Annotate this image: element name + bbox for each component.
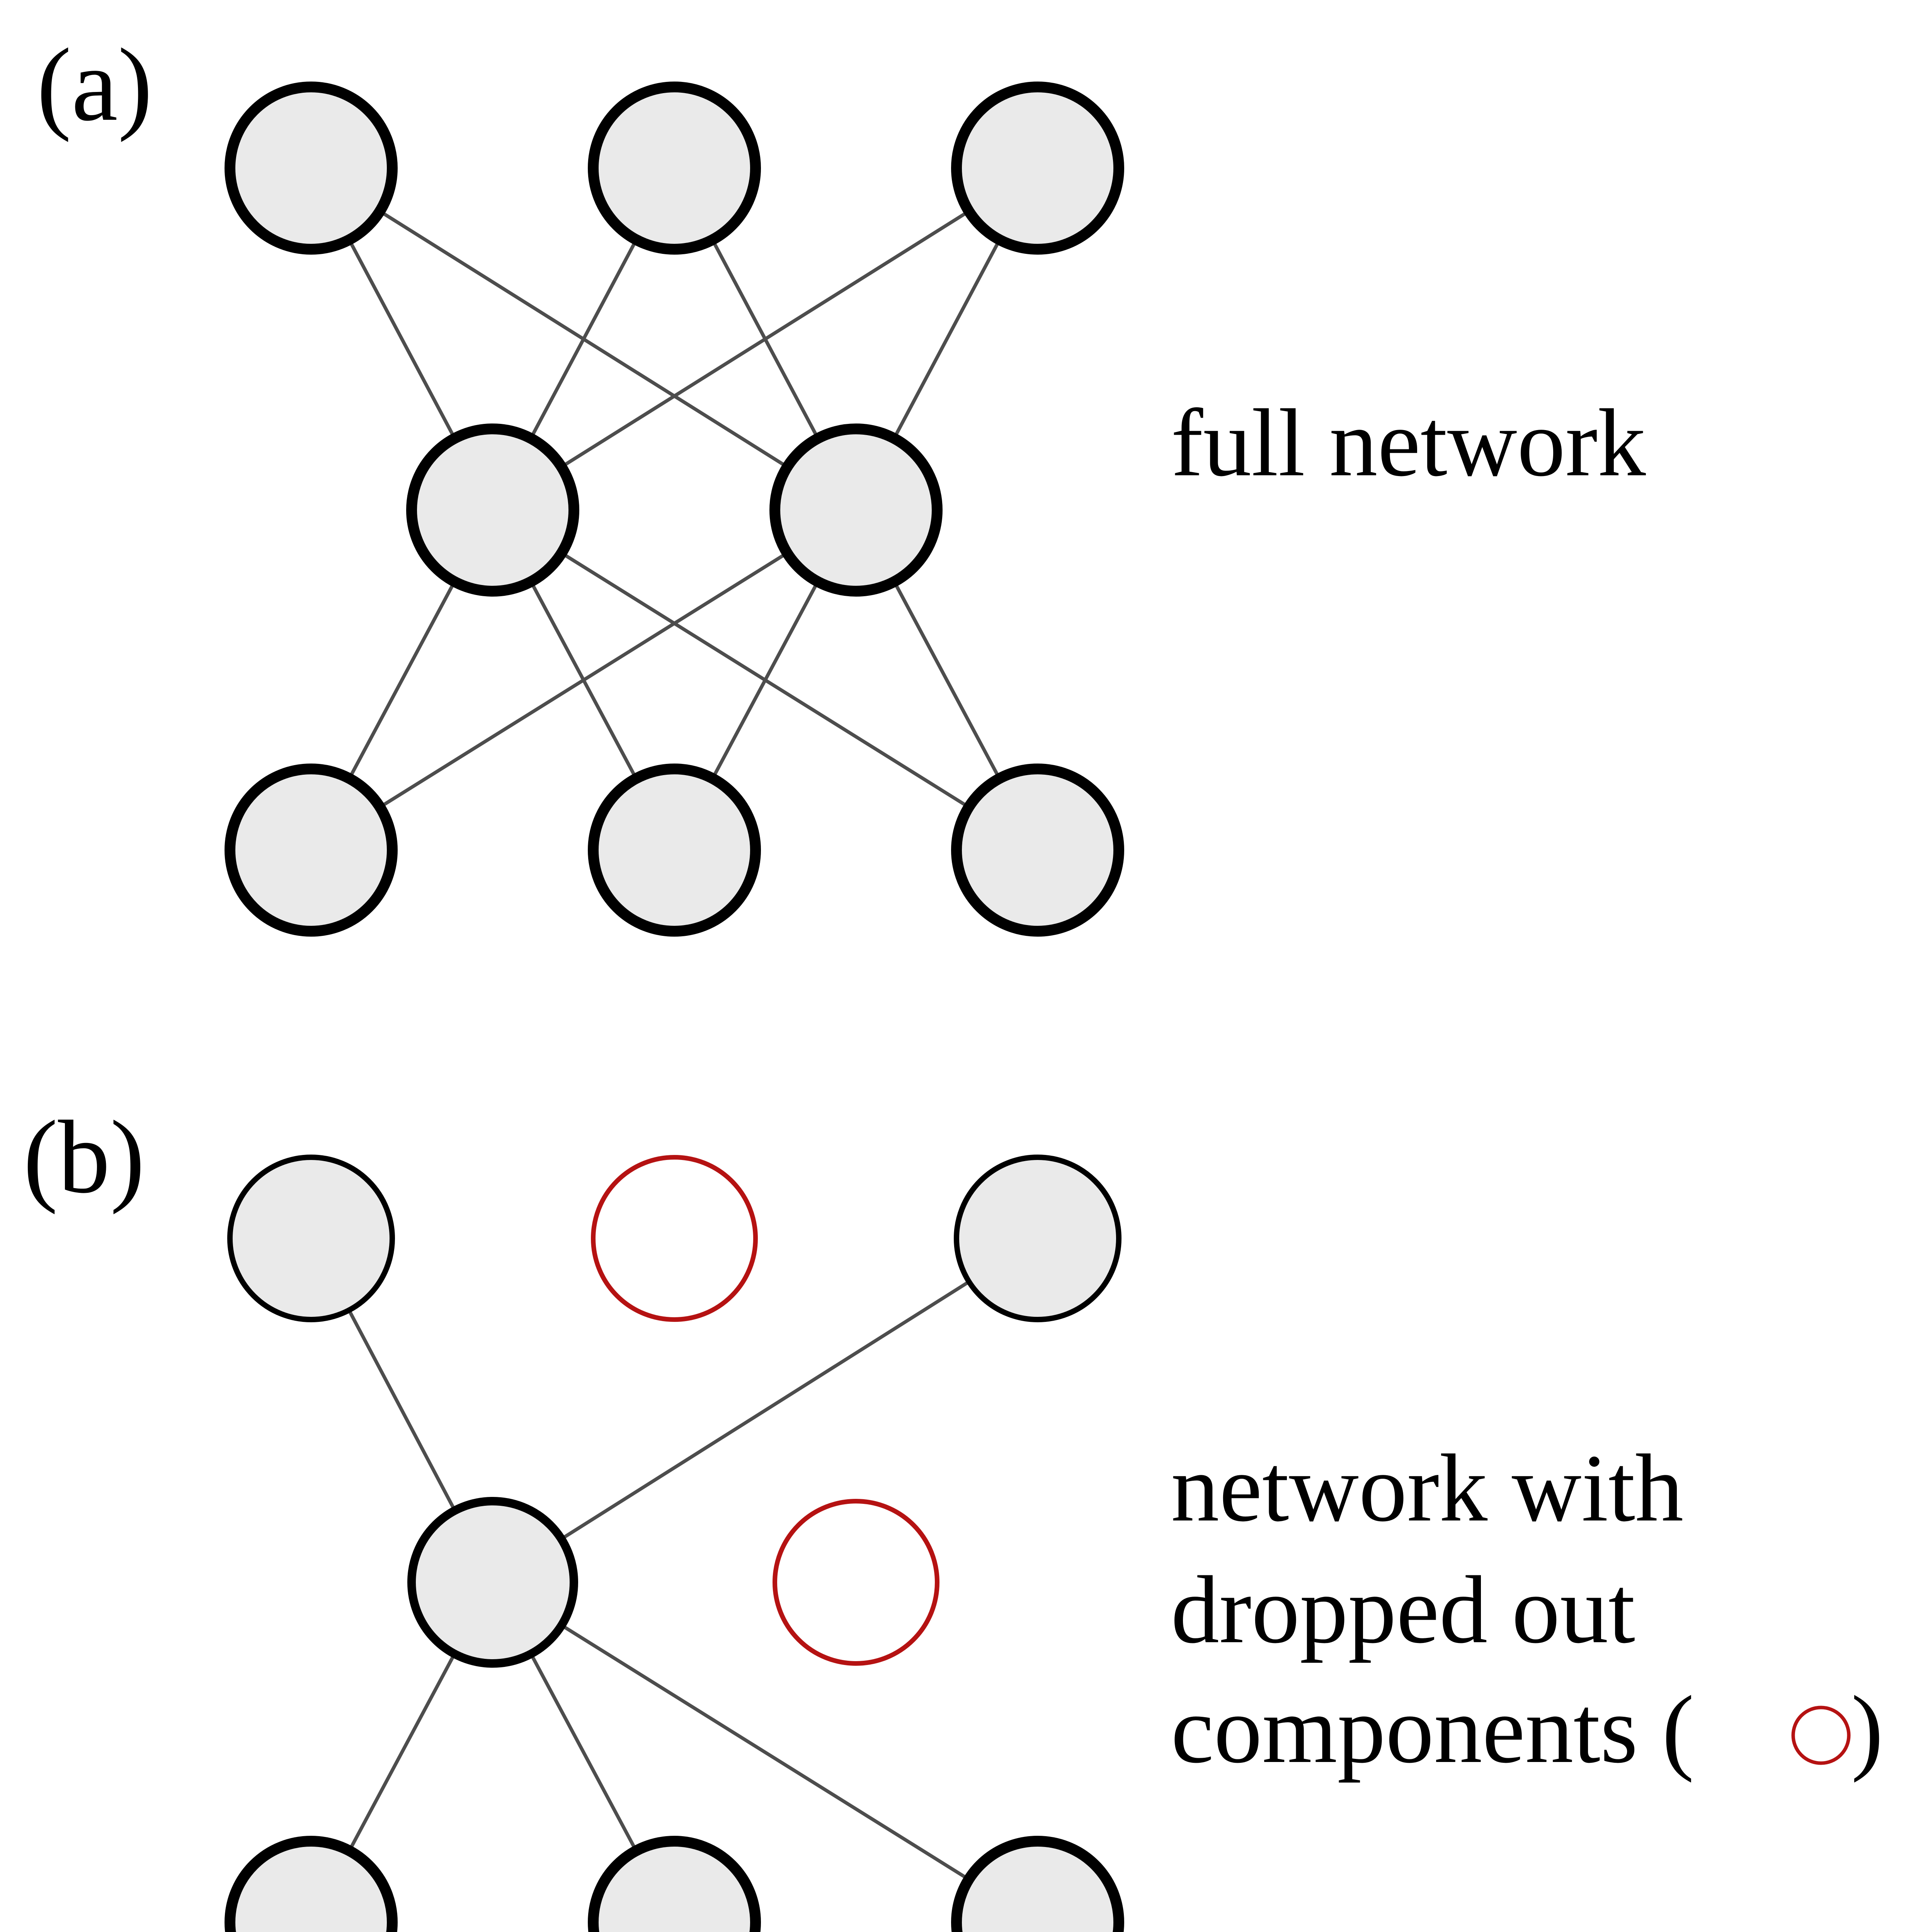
nodes-a [225,82,1124,937]
node-output-1 [588,764,761,937]
caption-full-network: full network [1171,389,1646,497]
dropped-node-icon [1791,1706,1851,1765]
caption-close-paren: ) [1851,1676,1883,1783]
node-input-1 [588,82,761,255]
node-output-1 [588,1836,761,1932]
panel-label-a: (a) [37,27,153,143]
node-output-0 [225,1836,398,1932]
edge-hidden0-output2 [492,1581,1039,1924]
panel-dropout-network: (b) network with dropped out components … [23,1099,1883,1932]
node-hidden-0 [407,1497,578,1668]
node-input-0 [227,1155,395,1322]
dropped-node-input-1 [591,1155,758,1322]
panel-label-b: (b) [23,1099,145,1215]
node-output-0 [225,764,398,937]
node-input-0 [225,82,398,255]
caption-line-1: network with [1171,1435,1683,1542]
node-input-2 [951,82,1124,255]
caption-line-3: components ( [1171,1676,1694,1783]
panel-full-network: (a) full network [37,27,1646,937]
nodes-b [225,1155,1124,1932]
node-hidden-1 [769,423,943,597]
node-hidden-0 [406,423,579,597]
node-output-2 [951,1836,1124,1932]
edge-hidden1-output0 [310,509,857,852]
caption-line-2: dropped out [1171,1556,1635,1663]
node-output-2 [951,764,1124,937]
node-input-2 [954,1155,1121,1322]
dropped-node-hidden-1 [773,1499,939,1666]
edge-input2-hidden0 [492,1237,1039,1584]
edge-input2-hidden0 [492,167,1039,512]
